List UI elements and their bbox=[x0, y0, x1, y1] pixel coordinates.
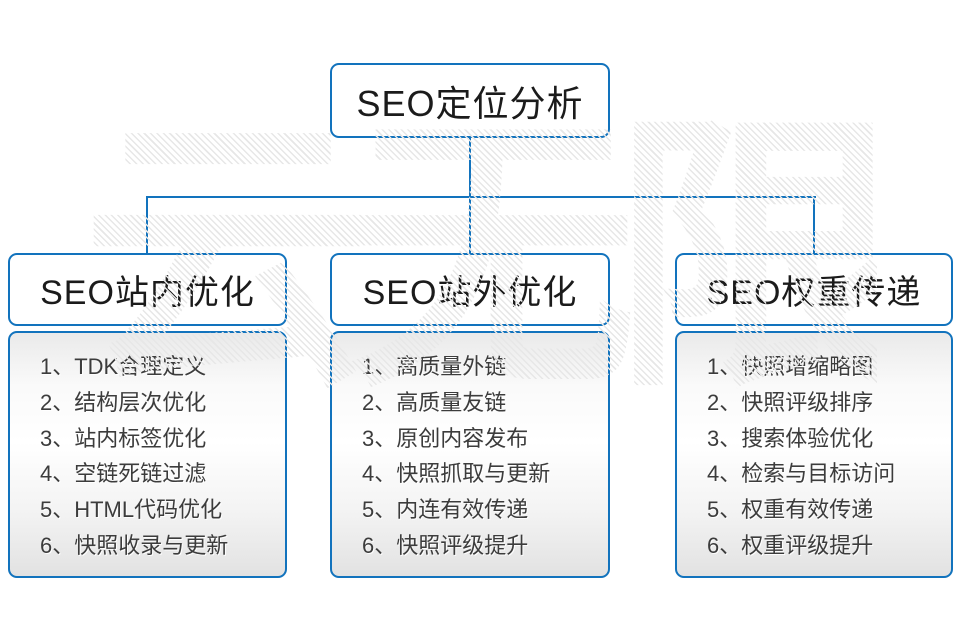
list-item: 3、站内标签优化 bbox=[40, 425, 207, 451]
list-item: 6、权重评级提升 bbox=[707, 532, 874, 558]
branch-head-weight-title: SEO权重传递 bbox=[706, 274, 922, 312]
connector-drop-middle-line bbox=[469, 196, 471, 253]
connector-drop-right-line bbox=[813, 196, 815, 253]
branch-head-offsite: SEO站外优化 bbox=[330, 253, 610, 326]
list-item: 1、TDK合理定义 bbox=[40, 354, 207, 379]
list-item: 6、快照评级提升 bbox=[362, 532, 529, 558]
list-item: 2、快照评级排序 bbox=[707, 389, 874, 415]
offsite-item-list: 1、高质量外链 2、高质量友链 3、原创内容发布 4、快照抓取与更新 5、内连有… bbox=[332, 333, 608, 564]
root-node-title: SEO定位分析 bbox=[356, 82, 584, 124]
list-item: 3、原创内容发布 bbox=[362, 425, 529, 451]
onsite-item-list: 1、TDK合理定义 2、结构层次优化 3、站内标签优化 4、空链死链过滤 5、H… bbox=[10, 333, 285, 564]
branch-head-onsite-title: SEO站内优化 bbox=[40, 274, 255, 312]
branch-head-weight: SEO权重传递 bbox=[675, 253, 953, 326]
list-item: 4、空链死链过滤 bbox=[40, 461, 207, 487]
branch-head-onsite: SEO站内优化 bbox=[8, 253, 287, 326]
weight-item-list: 1、快照增缩略图 2、快照评级排序 3、搜索体验优化 4、检索与目标访问 5、权… bbox=[677, 333, 951, 564]
root-node-seo-positioning: SEO定位分析 bbox=[330, 63, 610, 138]
branch-panel-offsite: 1、高质量外链 2、高质量友链 3、原创内容发布 4、快照抓取与更新 5、内连有… bbox=[330, 331, 610, 578]
connector-horizontal-line bbox=[146, 196, 816, 198]
list-item: 1、高质量外链 bbox=[362, 354, 507, 379]
connector-root-stem-line bbox=[469, 138, 471, 197]
list-item: 3、搜索体验优化 bbox=[707, 425, 874, 451]
list-item: 2、结构层次优化 bbox=[40, 389, 207, 415]
list-item: 1、快照增缩略图 bbox=[707, 354, 874, 379]
list-item: 5、HTML代码优化 bbox=[40, 497, 223, 523]
list-item: 6、快照收录与更新 bbox=[40, 532, 229, 558]
list-item: 5、权重有效传递 bbox=[707, 497, 874, 523]
list-item: 5、内连有效传递 bbox=[362, 497, 529, 523]
branch-head-offsite-title: SEO站外优化 bbox=[362, 274, 578, 312]
connector-drop-left-line bbox=[146, 196, 148, 253]
list-item: 2、高质量友链 bbox=[362, 389, 507, 415]
list-item: 4、检索与目标访问 bbox=[707, 461, 896, 487]
list-item: 4、快照抓取与更新 bbox=[362, 461, 551, 487]
branch-panel-onsite: 1、TDK合理定义 2、结构层次优化 3、站内标签优化 4、空链死链过滤 5、H… bbox=[8, 331, 287, 578]
branch-panel-weight: 1、快照增缩略图 2、快照评级排序 3、搜索体验优化 4、检索与目标访问 5、权… bbox=[675, 331, 953, 578]
